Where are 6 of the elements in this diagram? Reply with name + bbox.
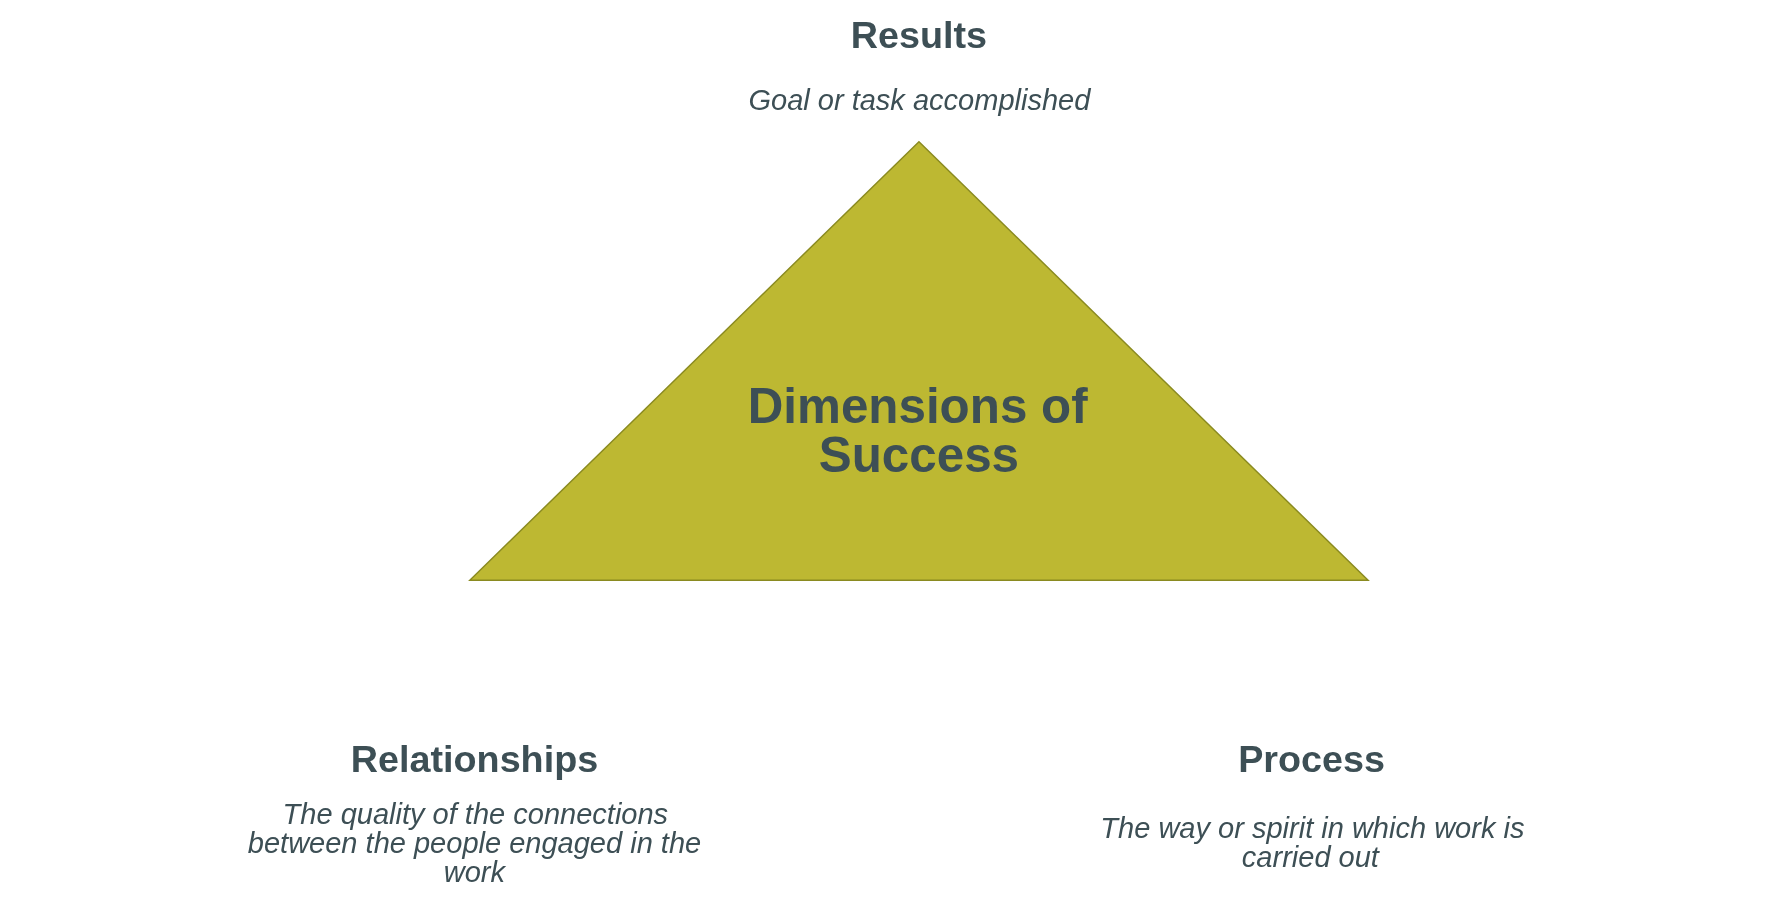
label: The quality of the connections between the people engaged in the work	[247, 797, 701, 888]
label: Process	[1237, 737, 1385, 780]
label: Results	[850, 13, 987, 56]
label: The way or spirit in which work is carried out	[1099, 812, 1524, 874]
label: Relationships	[350, 737, 598, 780]
label: Goal or task accomplished	[747, 83, 1090, 116]
